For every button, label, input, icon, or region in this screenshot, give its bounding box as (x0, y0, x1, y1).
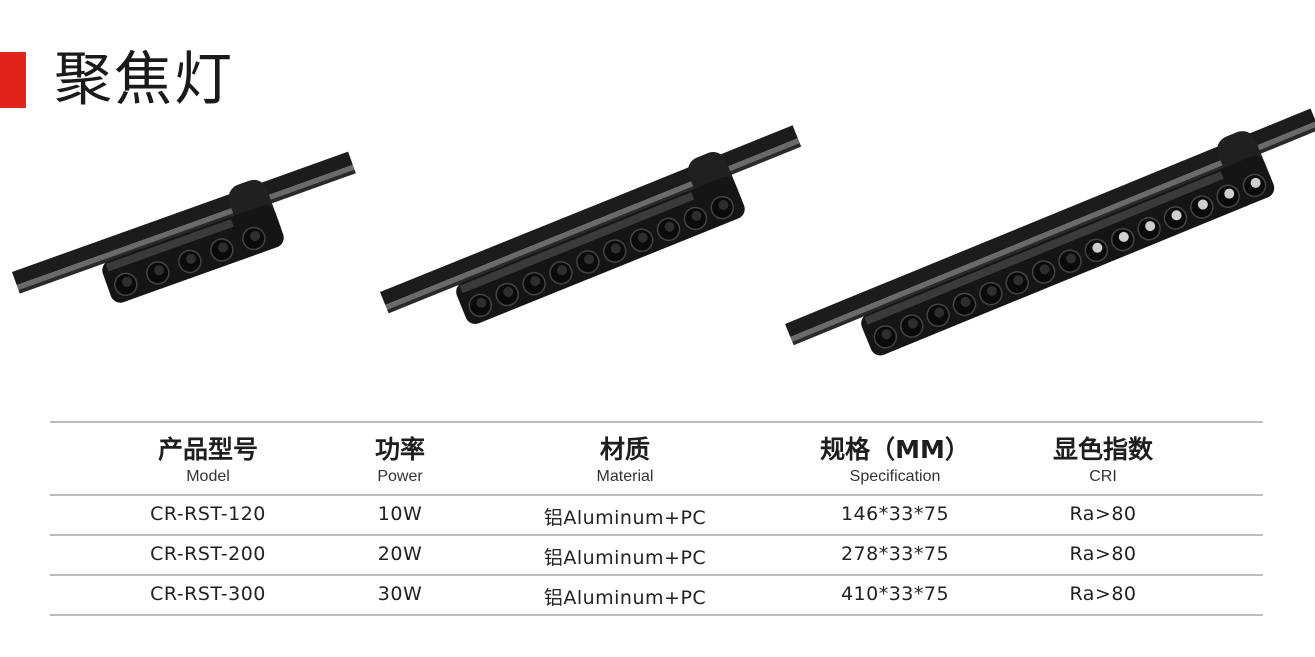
lens-reflector (934, 307, 945, 318)
table-bottom-rule (50, 614, 1263, 616)
column-header-cn: 功率 (374, 435, 426, 464)
table-cell: Ra>80 (1069, 503, 1137, 525)
track-rail-bottom (387, 142, 802, 314)
table-cell: 10W (377, 503, 423, 525)
lens-reflector (1066, 253, 1077, 264)
lens-reflector (691, 210, 702, 221)
table-cell: Ra>80 (1069, 583, 1137, 605)
track-light-image-200 (380, 125, 802, 324)
lens-reflector (218, 242, 229, 253)
column-header-en: Material (596, 468, 654, 485)
lens-reflector (1145, 221, 1156, 232)
table-cell: 铝Aluminum+PC (543, 587, 707, 609)
lens-reflector (1013, 275, 1024, 286)
lens-reflector (637, 232, 648, 243)
table-cell: 30W (377, 583, 423, 605)
lens-reflector (1224, 188, 1235, 199)
page-title: 聚焦灯 (54, 45, 235, 113)
track-rail-bottom (18, 169, 356, 294)
light-body-highlight (459, 192, 695, 294)
track-rail-edge (790, 121, 1315, 342)
column-header-cn: 显色指数 (1052, 435, 1154, 464)
lens-reflector (1039, 264, 1050, 275)
light-body-highlight (105, 219, 234, 272)
table-cell: 铝Aluminum+PC (543, 547, 707, 569)
track-rail-bottom (792, 126, 1315, 346)
track-light-image-300 (785, 108, 1315, 356)
lens-reflector (154, 265, 165, 276)
table-header-rule (50, 494, 1263, 496)
lens-reflector (250, 230, 261, 241)
column-header-en: Specification (849, 468, 941, 485)
track-rail-edge (385, 138, 800, 310)
lens-reflector (664, 221, 675, 232)
lens-reflector (476, 297, 487, 308)
lens-reflector (718, 200, 729, 211)
column-header-cn: 规格（MM） (820, 435, 970, 464)
lens-reflector (1118, 231, 1129, 242)
table-cell: 20W (377, 543, 423, 565)
lens-reflector (557, 265, 568, 276)
table-cell: CR-RST-300 (150, 583, 266, 605)
column-header-cn: 产品型号 (157, 435, 259, 464)
column-header-en: Power (377, 468, 423, 485)
track-rail-edge (16, 164, 355, 290)
table-row-rule (50, 574, 1263, 576)
track-light-image-120 (12, 151, 356, 303)
table-cell: 278*33*75 (840, 543, 950, 565)
lens-reflector (960, 296, 971, 307)
lens-reflector (610, 243, 621, 254)
table-cell: 146*33*75 (840, 503, 950, 525)
table-cell: CR-RST-200 (150, 543, 266, 565)
lens-reflector (907, 318, 918, 329)
track-rail (12, 151, 353, 286)
column-header-en: Model (186, 468, 230, 485)
track-rail (785, 108, 1315, 337)
title-accent-bar (0, 52, 26, 108)
lens-reflector (530, 276, 541, 287)
table-cell: 410*33*75 (840, 583, 950, 605)
product-images (12, 108, 1315, 356)
lens-reflector (122, 276, 133, 287)
table-cell: CR-RST-120 (150, 503, 266, 525)
lens-reflector (583, 254, 594, 265)
light-body-highlight (864, 171, 1224, 325)
lens-reflector (1197, 199, 1208, 210)
table-cell: Ra>80 (1069, 543, 1137, 565)
lens-reflector (986, 286, 997, 297)
table-top-rule (50, 421, 1263, 423)
lens-reflector (1250, 177, 1261, 188)
lens-reflector (503, 286, 514, 297)
lens-reflector (881, 329, 892, 340)
column-header-en: CRI (1089, 468, 1117, 485)
lens-reflector (1171, 210, 1182, 221)
column-header-cn: 材质 (599, 435, 651, 464)
table-row-rule (50, 534, 1263, 536)
lens-reflector (1092, 242, 1103, 253)
lens-reflector (186, 253, 197, 264)
table-cell: 铝Aluminum+PC (543, 507, 707, 529)
